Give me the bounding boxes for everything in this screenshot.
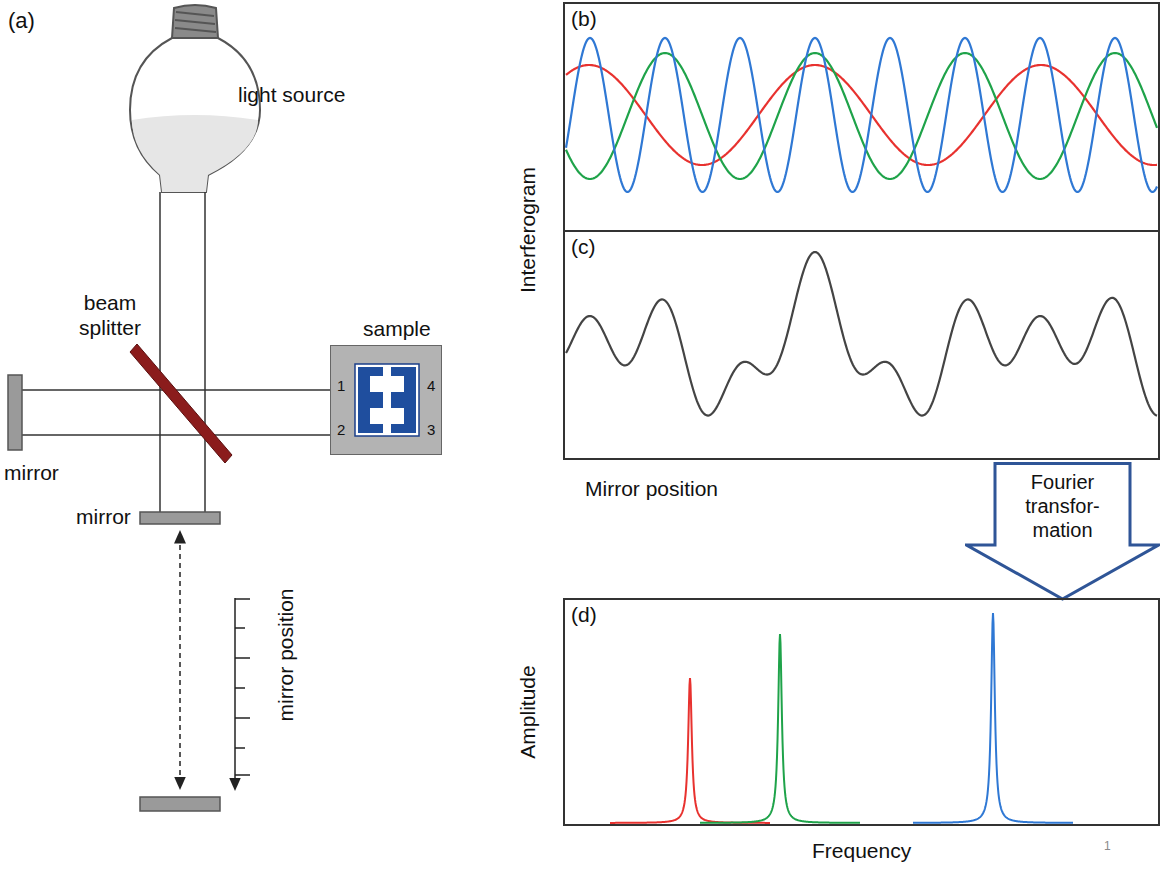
- spectral-peak: [913, 613, 1073, 823]
- text-label: 2: [337, 420, 345, 439]
- text-label: Frequency: [812, 838, 911, 863]
- wave-curve: [566, 53, 1157, 179]
- text-label: Mirror position: [585, 476, 718, 501]
- moving-mirror: [140, 512, 220, 524]
- text-label: light source: [238, 82, 345, 107]
- plot-panel: (c): [563, 230, 1160, 460]
- moving-mirror: [140, 797, 220, 811]
- beam-splitter: [130, 344, 232, 463]
- text-label: beam splitter: [55, 290, 165, 340]
- text-label: 4: [427, 376, 435, 395]
- text-label: mirror position: [273, 588, 298, 721]
- text-label: Interferogram: [515, 167, 540, 293]
- fixed-mirror: [8, 375, 22, 450]
- panel-letter: (b): [571, 6, 597, 31]
- text-label: 1: [1104, 838, 1111, 854]
- sample-holder: sample1234: [330, 345, 442, 455]
- plot-panel: (b): [563, 2, 1160, 232]
- light-beam: [22, 192, 330, 512]
- text-label: 1: [337, 376, 345, 395]
- text-label: 3: [427, 420, 435, 439]
- spectral-peak: [700, 634, 860, 823]
- travel-arrow: [179, 536, 181, 784]
- spectral-peak: [610, 678, 770, 823]
- wave-curve: [566, 38, 1157, 192]
- sum-curve: [566, 252, 1157, 416]
- position-scale: [235, 598, 250, 785]
- text-label: mirror: [76, 504, 131, 529]
- text-label: Amplitude: [515, 665, 540, 758]
- panel-letter: (c): [571, 234, 596, 259]
- sample-chip: [331, 346, 443, 456]
- plot-panel: (d): [563, 598, 1160, 826]
- sample-label: sample: [363, 316, 431, 341]
- wave-curve: [566, 65, 1157, 165]
- panel-letter: (d): [571, 602, 597, 627]
- transform-arrow: Fourier transfor- mation: [965, 462, 1160, 602]
- text-label: (a): [8, 8, 35, 34]
- arrow-label: Fourier transfor- mation: [1000, 470, 1125, 542]
- text-label: mirror: [4, 460, 59, 485]
